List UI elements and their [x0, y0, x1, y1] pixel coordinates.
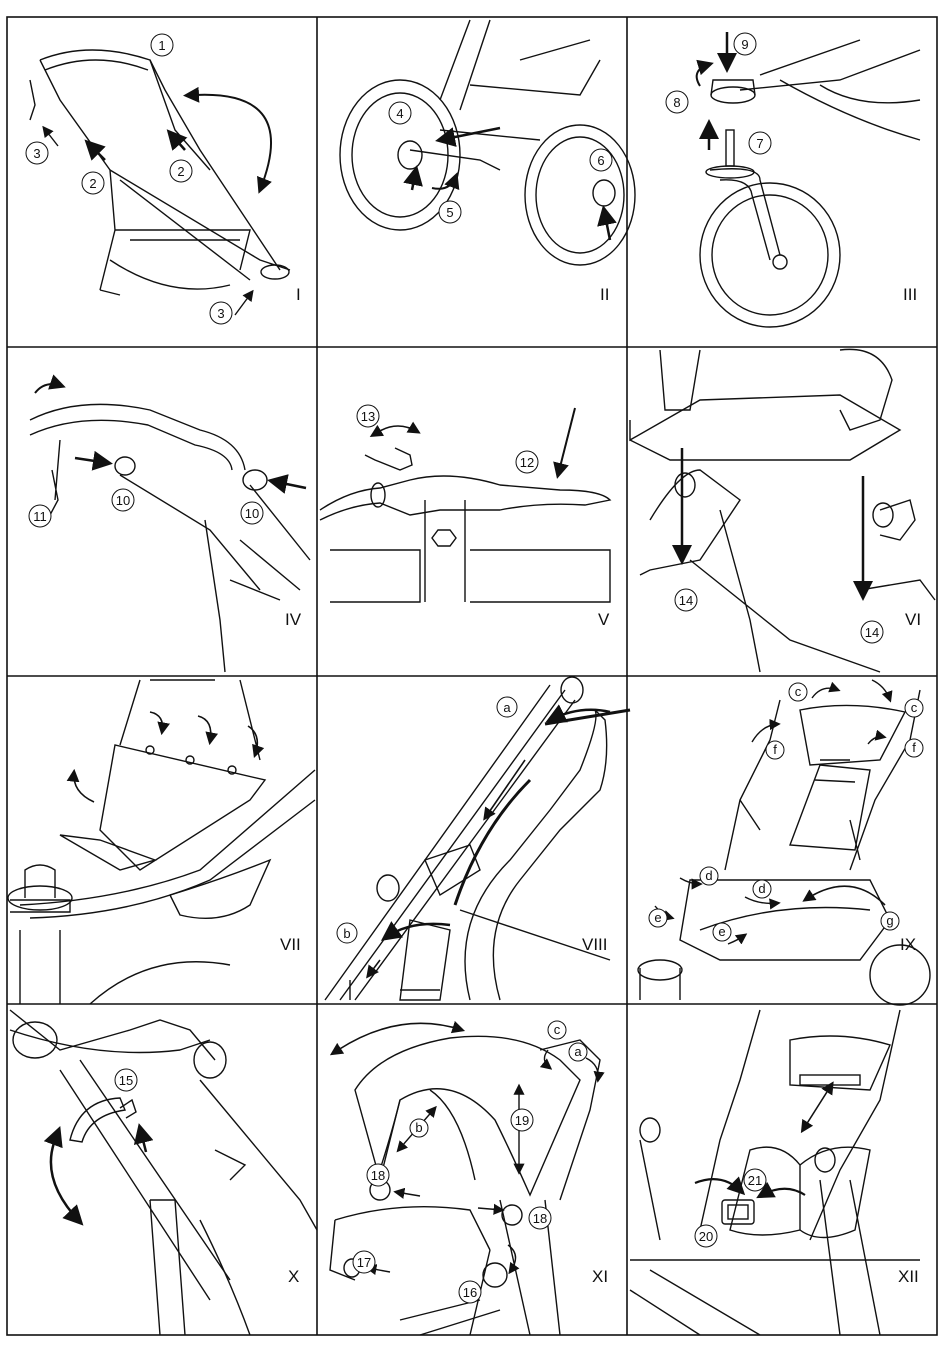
callout-label: 16: [459, 1281, 481, 1303]
svg-text:7: 7: [756, 136, 763, 151]
panel-7-callouts: VII: [280, 935, 301, 954]
svg-text:13: 13: [361, 409, 375, 424]
svg-text:a: a: [574, 1044, 582, 1059]
panel-number: X: [288, 1267, 299, 1286]
callout-label: a: [497, 697, 517, 717]
callout-label: 3: [26, 142, 48, 164]
svg-text:17: 17: [357, 1255, 371, 1270]
callout-label: d: [753, 880, 771, 898]
panel-number: II: [600, 285, 609, 304]
svg-text:14: 14: [865, 625, 879, 640]
svg-text:d: d: [705, 868, 712, 883]
callout-label: 9: [734, 33, 756, 55]
svg-text:2: 2: [89, 176, 96, 191]
svg-text:g: g: [886, 913, 893, 928]
panel-number: VI: [905, 610, 921, 629]
svg-text:b: b: [343, 926, 350, 941]
svg-text:8: 8: [673, 95, 680, 110]
callout-label: 5: [439, 201, 461, 223]
callout-label: 10: [241, 502, 263, 524]
svg-text:20: 20: [699, 1229, 713, 1244]
svg-text:c: c: [554, 1022, 561, 1037]
callout-label: 2: [82, 172, 104, 194]
callout-label: g: [881, 912, 899, 930]
svg-text:9: 9: [741, 37, 748, 52]
panel-number: IX: [900, 935, 916, 954]
callout-label: 2: [170, 160, 192, 182]
svg-text:15: 15: [119, 1073, 133, 1088]
callout-label: b: [337, 923, 357, 943]
callout-label: 4: [389, 102, 411, 124]
svg-text:11: 11: [33, 509, 47, 524]
svg-text:2: 2: [177, 164, 184, 179]
svg-text:3: 3: [33, 146, 40, 161]
callout-label: e: [649, 909, 667, 927]
callout-label: b: [410, 1119, 428, 1137]
svg-text:f: f: [912, 740, 916, 755]
svg-text:1: 1: [158, 38, 165, 53]
callout-label: 6: [590, 149, 612, 171]
callout-label: e: [713, 923, 731, 941]
svg-text:10: 10: [116, 493, 130, 508]
panel-number: I: [296, 285, 301, 304]
callout-label: 15: [115, 1069, 137, 1091]
callout-label: 10: [112, 489, 134, 511]
svg-text:e: e: [718, 924, 725, 939]
callout-label: 18: [529, 1207, 551, 1229]
svg-text:4: 4: [396, 106, 403, 121]
callout-label: 8: [666, 91, 688, 113]
svg-text:6: 6: [597, 153, 604, 168]
callout-label: 19: [511, 1109, 533, 1131]
callout-label: f: [766, 741, 784, 759]
callout-label: 21: [744, 1169, 766, 1191]
svg-text:12: 12: [520, 455, 534, 470]
panel-number: XI: [592, 1267, 608, 1286]
callout-label: 12: [516, 451, 538, 473]
svg-text:e: e: [654, 910, 661, 925]
panel-number: V: [598, 610, 610, 629]
svg-text:3: 3: [217, 306, 224, 321]
svg-text:18: 18: [533, 1211, 547, 1226]
svg-text:14: 14: [679, 593, 693, 608]
callout-label: f: [905, 739, 923, 757]
callout-label: c: [905, 699, 923, 717]
svg-text:c: c: [911, 700, 918, 715]
callout-label: c: [789, 683, 807, 701]
svg-text:b: b: [415, 1120, 422, 1135]
callout-label: 1: [151, 34, 173, 56]
callout-label: 7: [749, 132, 771, 154]
panel-number: IV: [285, 610, 302, 629]
svg-text:19: 19: [515, 1113, 529, 1128]
callout-label: 14: [861, 621, 883, 643]
callout-label: 17: [353, 1251, 375, 1273]
callout-label: 3: [210, 302, 232, 324]
panel-number: VIII: [582, 935, 608, 954]
panel-number: III: [903, 285, 917, 304]
svg-text:16: 16: [463, 1285, 477, 1300]
svg-text:10: 10: [245, 506, 259, 521]
svg-text:21: 21: [748, 1173, 762, 1188]
callout-label: 14: [675, 589, 697, 611]
svg-text:5: 5: [446, 205, 453, 220]
panel-number: VII: [280, 935, 301, 954]
svg-text:f: f: [773, 742, 777, 757]
callout-label: 13: [357, 405, 379, 427]
svg-text:18: 18: [371, 1168, 385, 1183]
callout-label: c: [548, 1021, 566, 1039]
svg-text:a: a: [503, 700, 511, 715]
callout-label: d: [700, 867, 718, 885]
callout-label: 11: [29, 505, 51, 527]
svg-text:d: d: [758, 881, 765, 896]
callout-label: a: [569, 1043, 587, 1061]
svg-text:c: c: [795, 684, 802, 699]
panel-number: XII: [898, 1267, 919, 1286]
callout-label: 18: [367, 1164, 389, 1186]
callout-label: 20: [695, 1225, 717, 1247]
